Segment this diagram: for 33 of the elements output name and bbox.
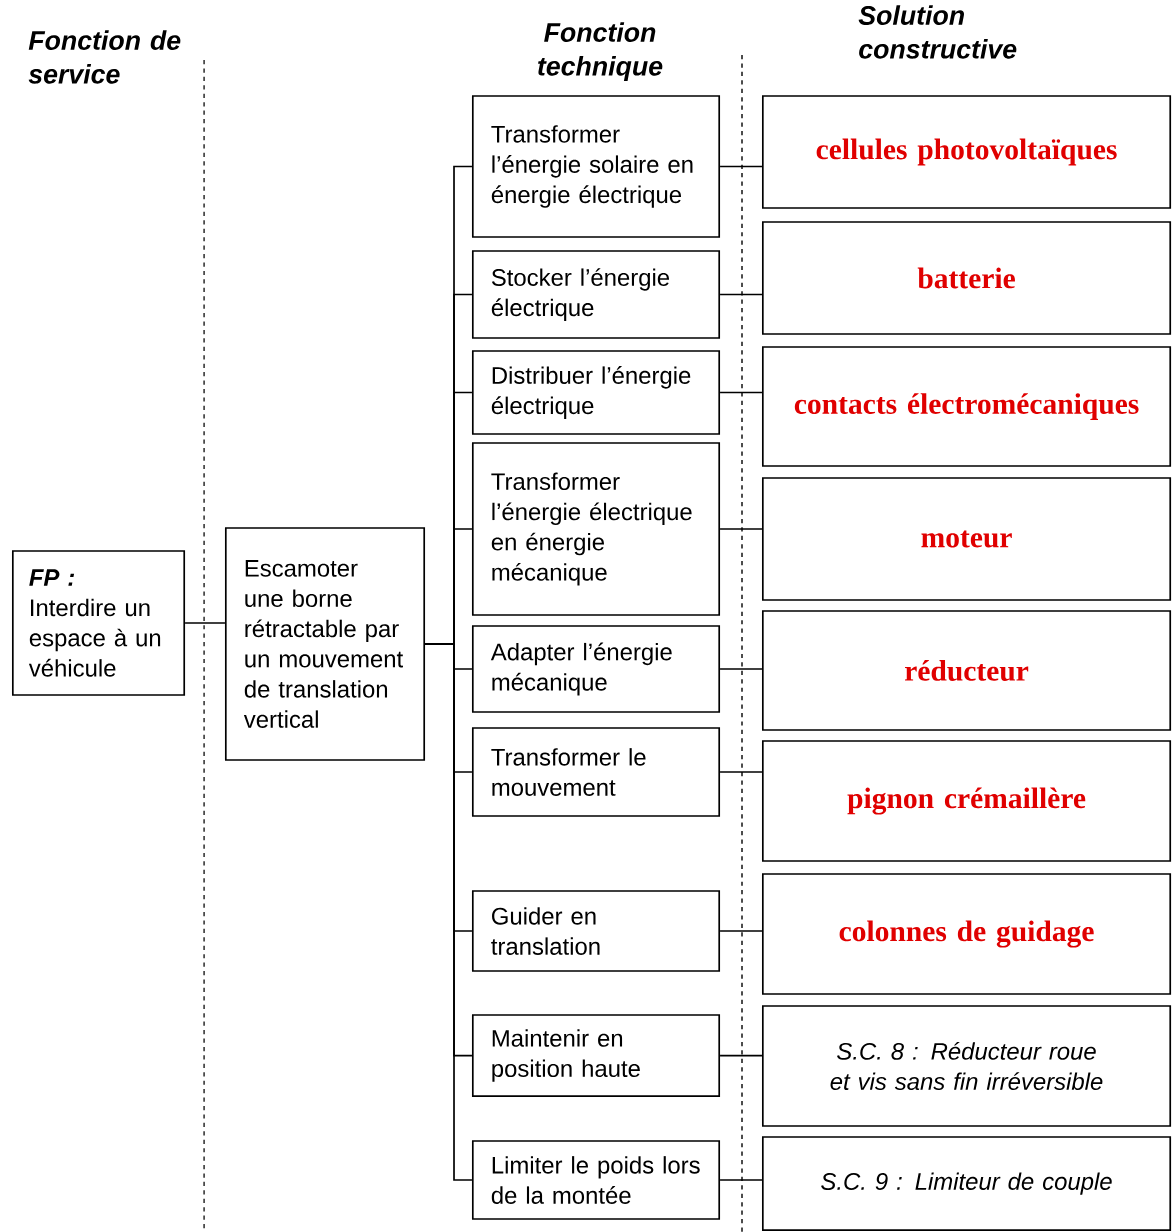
function-box: FP : Interdire un espace à un véhicule — [11, 550, 186, 696]
solution-box: batterie — [762, 221, 1172, 335]
connector-line — [719, 930, 763, 932]
function-box: Transformer l’énergie électrique en énergie mécanique — [471, 442, 721, 616]
solution-box: moteur — [762, 477, 1172, 601]
connector-line — [424, 643, 473, 1181]
column-heading: Fonction de service — [28, 30, 181, 84]
function-box: Escamoter une borne rétractable par un mouvement de translation vertical — [224, 527, 426, 761]
column-heading: Solution constructive — [858, 5, 1017, 59]
function-box: Guider en translation — [471, 890, 721, 972]
connector-line — [719, 528, 763, 530]
connector-line — [719, 1054, 763, 1057]
function-box: Transformer le mouvement — [471, 727, 721, 817]
connector-line — [719, 1179, 763, 1181]
solution-box: colonnes de guidage — [762, 873, 1172, 995]
connector-line — [719, 165, 763, 168]
function-box: Maintenir en position haute — [471, 1014, 721, 1097]
connector-line — [719, 771, 763, 773]
solution-box: S.C. 9 : Limiteur de couple — [762, 1136, 1172, 1231]
function-box: Stocker l’énergie électrique — [471, 250, 721, 339]
connector-line — [719, 668, 763, 670]
solution-box: contacts électromécaniques — [762, 346, 1172, 467]
solution-box: réducteur — [762, 610, 1172, 731]
solution-box: cellules photovoltaïques — [762, 95, 1172, 209]
function-box: Limiter le poids lors de la montée — [471, 1140, 721, 1220]
connector-line — [719, 391, 763, 394]
connector-line — [184, 622, 226, 624]
function-box: Distribuer l’énergie électrique — [471, 350, 721, 435]
solution-box: pignon crémaillère — [762, 740, 1172, 862]
solution-box: S.C. 8 : Réducteur roue et vis sans fin irréversible — [762, 1005, 1172, 1127]
function-box: Transformer l’énergie solaire en énergie électrique — [471, 95, 721, 238]
function-box: Adapter l’énergie mécanique — [471, 625, 721, 713]
connector-line — [719, 293, 763, 296]
